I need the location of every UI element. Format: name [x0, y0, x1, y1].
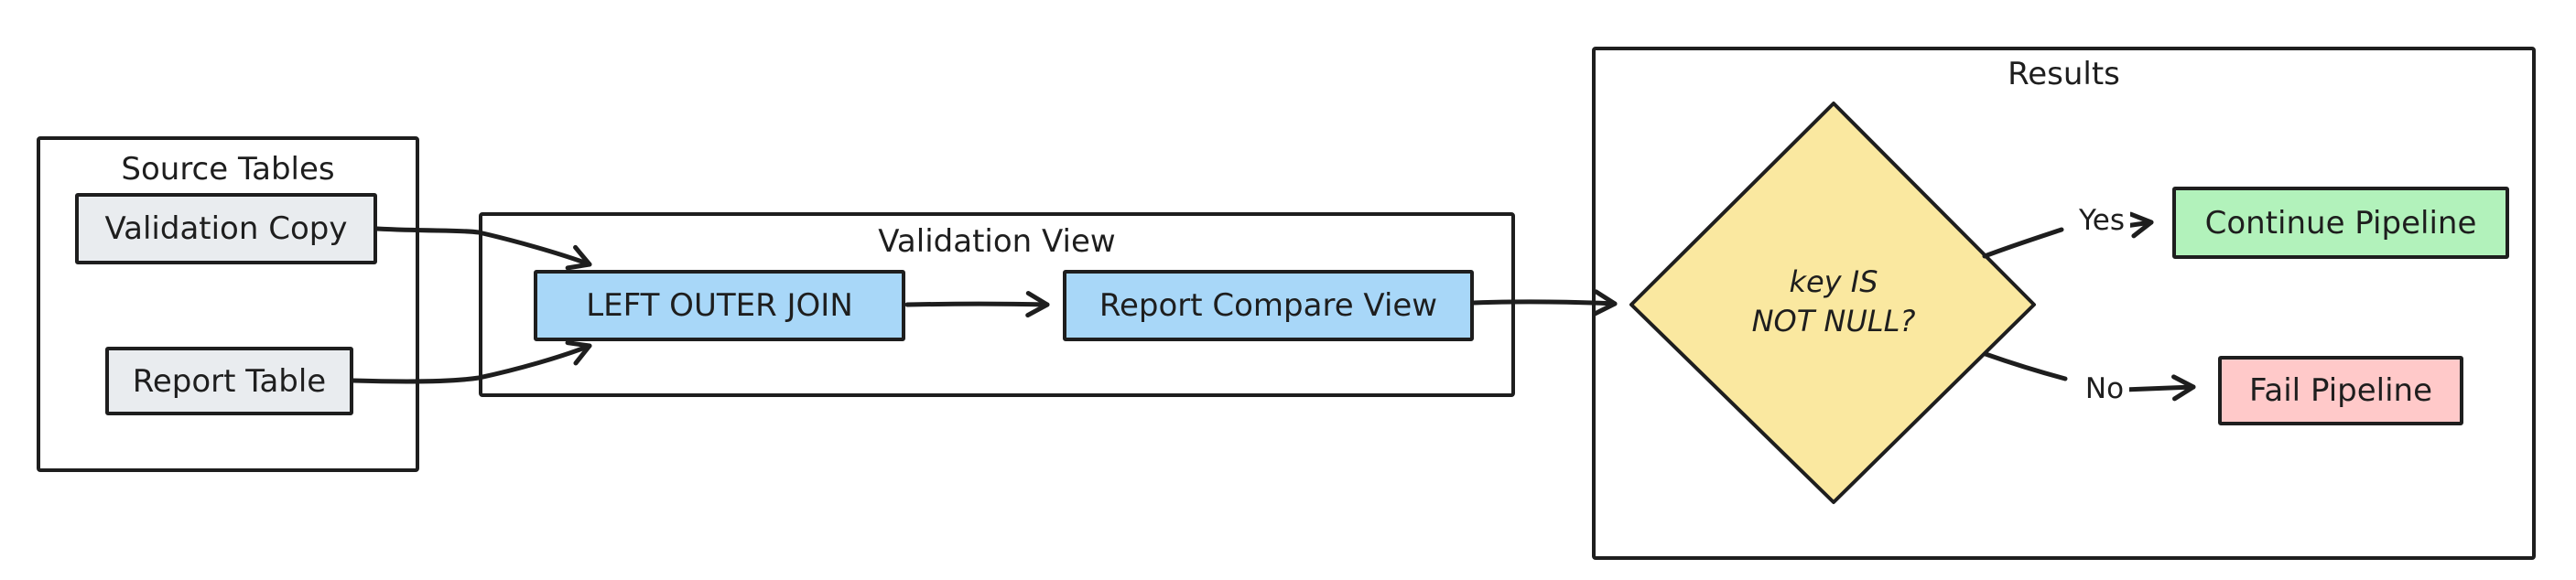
group-source-tables: Source Tables: [37, 136, 419, 472]
node-left-outer-join: LEFT OUTER JOIN: [534, 270, 905, 341]
group-results-label: Results: [1998, 56, 2129, 92]
decision-label: key IS NOT NULL?: [1752, 263, 1916, 341]
node-validation-copy: Validation Copy: [75, 193, 377, 264]
node-continue-pipeline: Continue Pipeline: [2172, 187, 2509, 259]
decision-label-line2: NOT NULL?: [1751, 304, 1916, 338]
decision-label-line1: key IS: [1789, 263, 1878, 299]
group-validation-view-label: Validation View: [869, 223, 1125, 260]
edge-label-no: No: [2079, 372, 2130, 405]
group-results: Results: [1592, 47, 2536, 560]
group-validation-view: Validation View: [479, 212, 1515, 397]
node-report-table: Report Table: [105, 347, 353, 415]
node-fail-pipeline: Fail Pipeline: [2218, 356, 2463, 425]
group-source-tables-label: Source Tables: [112, 151, 344, 188]
node-report-compare-view: Report Compare View: [1063, 270, 1474, 341]
edge-label-yes: Yes: [2073, 204, 2131, 237]
